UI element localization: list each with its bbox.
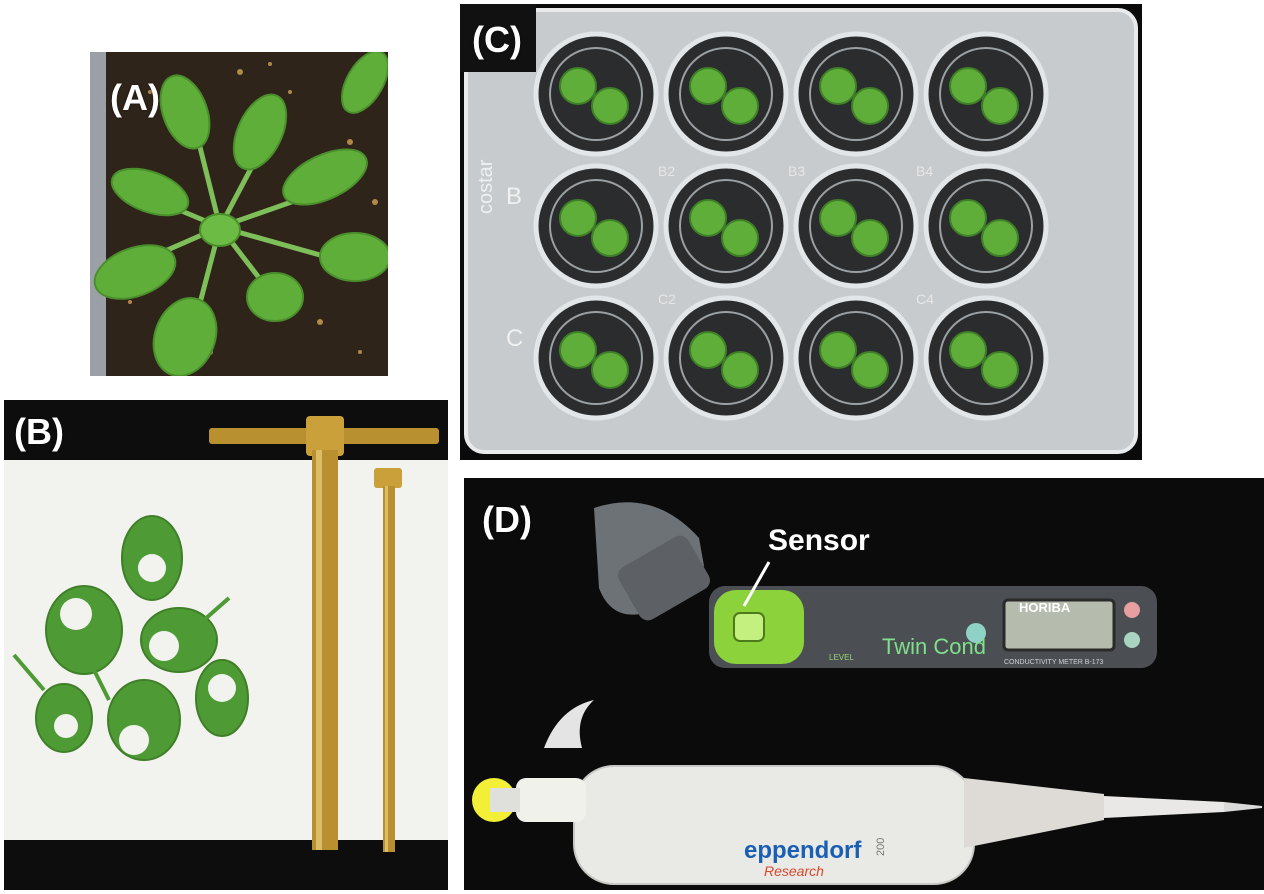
meter-level: LEVEL	[829, 653, 854, 662]
panel-d-label: (D)	[482, 499, 532, 540]
meter-model: Twin Cond	[882, 634, 986, 659]
plate-wells	[533, 31, 1049, 421]
well-label-b2: B2	[658, 163, 675, 179]
leaf-disc	[721, 87, 759, 125]
plate-well-rim	[809, 311, 903, 405]
leaf-disc	[819, 199, 857, 237]
leaf-disc	[689, 331, 727, 369]
meter-subtext: CONDUCTIVITY METER B-173	[1004, 659, 1104, 666]
plate-well-rim	[679, 179, 773, 273]
plate-well-rim	[939, 47, 1033, 141]
leaf-disc	[819, 67, 857, 105]
row-label-b: B	[506, 183, 522, 210]
leaf-disc-image	[4, 400, 448, 890]
leaf-disc	[851, 351, 889, 389]
plate-well-rim	[809, 47, 903, 141]
leaf-disc	[591, 219, 629, 257]
instruments-image: HORIBA Twin Cond CONDUCTIVITY METER B-17…	[464, 478, 1264, 890]
leaf-disc	[689, 67, 727, 105]
leaf-disc	[591, 87, 629, 125]
pipette-volume: 200	[875, 838, 887, 856]
plate-well-rim	[809, 179, 903, 273]
leaf-disc	[949, 331, 987, 369]
plate-well-rim	[549, 311, 643, 405]
leaf-disc	[949, 67, 987, 105]
sensor-pointer-line	[742, 561, 771, 607]
leaf-disc	[559, 199, 597, 237]
leaf-disc	[819, 331, 857, 369]
plate-well-rim	[549, 47, 643, 141]
panel-c-label: (C)	[460, 4, 536, 72]
panel-b-leaf-disc-photo: (B)	[4, 400, 448, 890]
leaf-disc	[949, 199, 987, 237]
plate-well-rim	[679, 47, 773, 141]
plate-well-rim	[679, 311, 773, 405]
rosette-image	[90, 52, 388, 376]
panel-a-rosette-photo: (A)	[90, 52, 388, 376]
meter-brand: HORIBA	[1019, 600, 1071, 615]
well-label-c2: C2	[658, 291, 676, 307]
row-label-c: C	[506, 325, 523, 352]
panel-d-instruments-photo: HORIBA Twin Cond CONDUCTIVITY METER B-17…	[464, 478, 1264, 890]
panel-c-well-plate-photo: costar B C B2 B3 B4 C2 C4 (C)	[460, 4, 1142, 460]
leaf-disc	[981, 219, 1019, 257]
plate-brand-text: costar	[475, 159, 497, 214]
well-label-c4: C4	[916, 291, 934, 307]
leaf-disc	[559, 67, 597, 105]
panel-a-label: (A)	[110, 77, 160, 118]
leaf-disc	[721, 219, 759, 257]
leaf-disc	[559, 331, 597, 369]
plate-well-rim	[939, 311, 1033, 405]
plate-well-rim	[939, 179, 1033, 273]
pipette: eppendorf Research 200	[472, 700, 1262, 885]
leaf-disc	[981, 351, 1019, 389]
well-label-b3: B3	[788, 163, 805, 179]
leaf-disc	[981, 87, 1019, 125]
panel-b-label: (B)	[14, 411, 64, 452]
well-label-b4: B4	[916, 163, 933, 179]
leaf-disc	[721, 351, 759, 389]
meter-cap	[594, 502, 710, 621]
pipette-series: Research	[764, 863, 824, 879]
leaf-disc	[689, 199, 727, 237]
leaf-disc	[591, 351, 629, 389]
pipette-brand: eppendorf	[744, 837, 862, 864]
sensor-label: Sensor	[768, 524, 870, 557]
conductivity-meter: HORIBA Twin Cond CONDUCTIVITY METER B-17…	[709, 586, 1157, 668]
well-plate-image: costar B C B2 B3 B4 C2 C4	[460, 4, 1142, 460]
leaf-disc	[851, 219, 889, 257]
plate-well-rim	[549, 179, 643, 273]
leaf-disc	[851, 87, 889, 125]
